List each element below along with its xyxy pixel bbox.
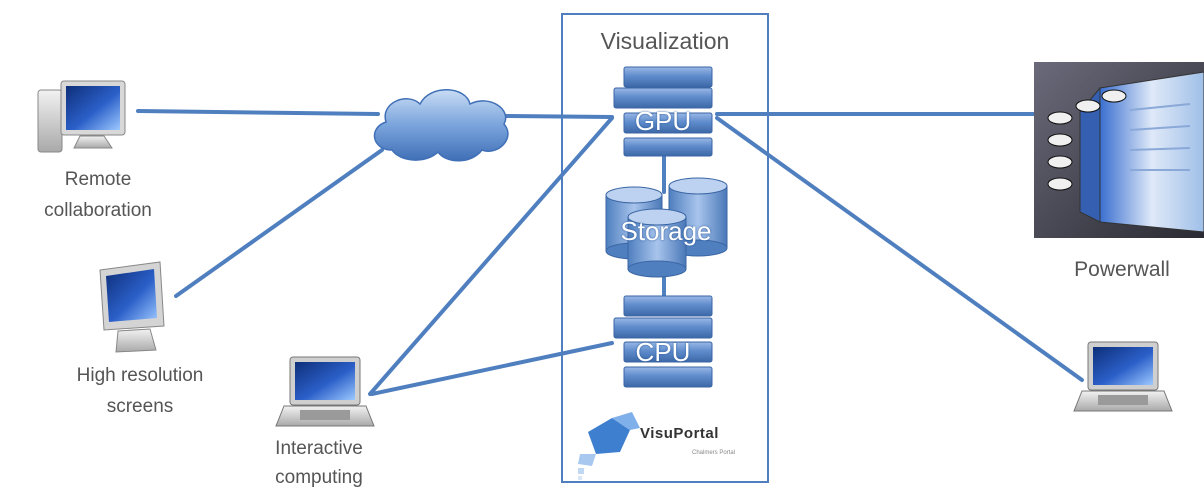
visuportal-logo-text: VisuPortal [640, 425, 719, 442]
interactive-computing-label: Interactive computing [244, 434, 394, 492]
visualization-title: Visualization [600, 28, 730, 54]
connection-lines [136, 109, 1084, 396]
laptop-icon-right [1073, 341, 1173, 412]
visuportal-logo-icon [578, 412, 640, 480]
remote-label-line2: collaboration [44, 200, 152, 221]
link-interactive-cpu [370, 341, 614, 396]
laptop-icon-left [275, 356, 375, 427]
storage-cylinders [605, 177, 728, 278]
link-gpu-laptop [715, 116, 1084, 382]
remote-collaboration-label: Remote collaboration [18, 164, 178, 226]
link-cloud-gpu [503, 114, 614, 119]
link-interactive-gpu [368, 116, 614, 396]
monitor-icon [99, 261, 165, 353]
powerwall-image [1034, 62, 1204, 238]
storage-label: Storage [620, 216, 712, 246]
interactive-label-line2: computing [275, 467, 363, 488]
remote-label-line1: Remote [64, 169, 132, 190]
link-screens-cloud [174, 148, 384, 298]
high-resolution-screens-label: High resolution screens [50, 360, 230, 422]
cpu-stack [613, 295, 713, 388]
gpu-stack [613, 66, 713, 157]
link-remote-cloud [136, 109, 380, 116]
cylinder-front [627, 208, 687, 278]
visualization-box [561, 13, 769, 483]
desktop-computer-icon [37, 80, 126, 153]
screens-label-line1: High resolution [76, 365, 204, 386]
visuportal-logo-subtext: Chalmers Portal [692, 450, 736, 456]
cloud-icon [373, 89, 509, 162]
interactive-label-line1: Interactive [275, 438, 363, 459]
powerwall-label: Powerwall [1074, 258, 1170, 281]
cpu-label: CPU [635, 337, 691, 367]
screens-label-line2: screens [106, 396, 174, 417]
gpu-label: GPU [634, 106, 692, 136]
